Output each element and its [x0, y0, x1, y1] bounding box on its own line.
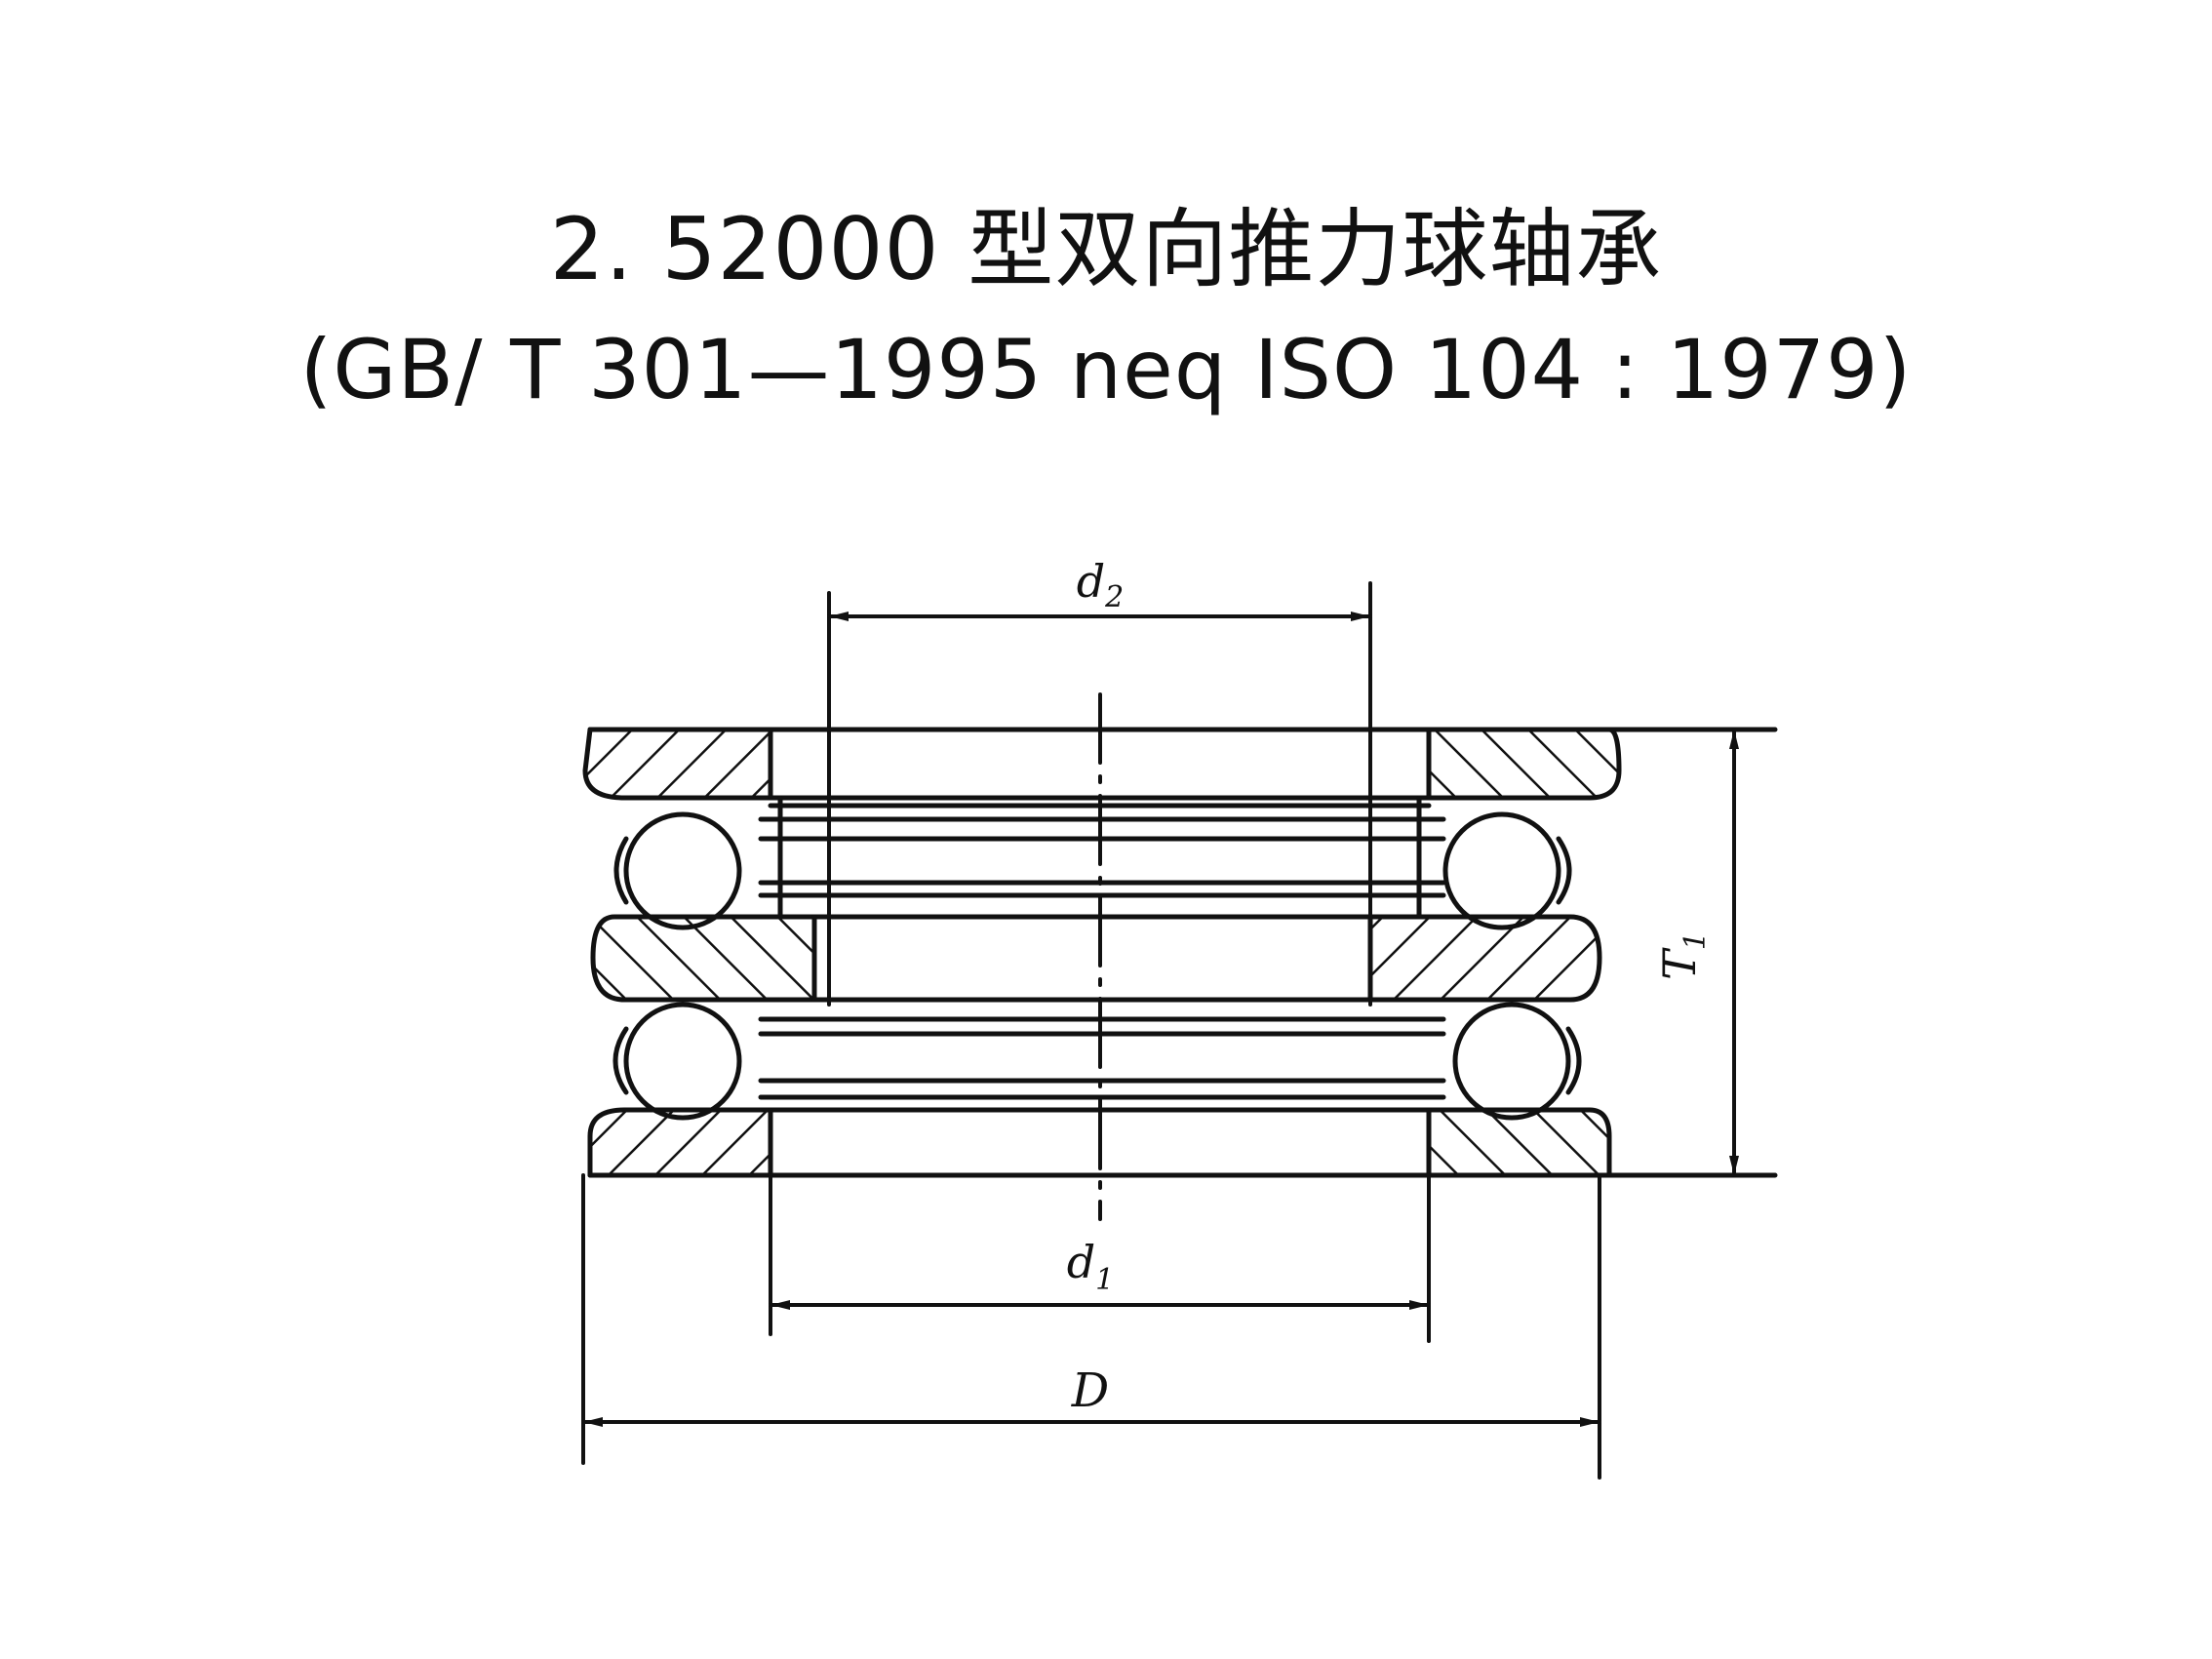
page-title: 2. 52000 型双向推力球轴承 [549, 199, 1663, 299]
ball-lower-right [1452, 1002, 1571, 1121]
ball-lower-left [623, 1002, 742, 1121]
bottom-washer-left [587, 1107, 773, 1178]
standard-reference: (GB/ T 301—1995 neq ISO 104 : 1979) [299, 322, 1913, 417]
shaft-washer-left [590, 914, 817, 1003]
d2-label: d2 [1077, 555, 1125, 614]
d1-label: d1 [1067, 1236, 1115, 1297]
ball-upper-right [1442, 811, 1561, 930]
D-label: D [1071, 1363, 1109, 1418]
T1-label: T1 [1653, 931, 1713, 980]
top-washer-right [1426, 727, 1622, 801]
shaft-washer-right [1367, 914, 1602, 1003]
top-washer-left [582, 727, 773, 801]
ball-upper-left [623, 811, 742, 930]
bottom-washer-right [1426, 1107, 1612, 1178]
